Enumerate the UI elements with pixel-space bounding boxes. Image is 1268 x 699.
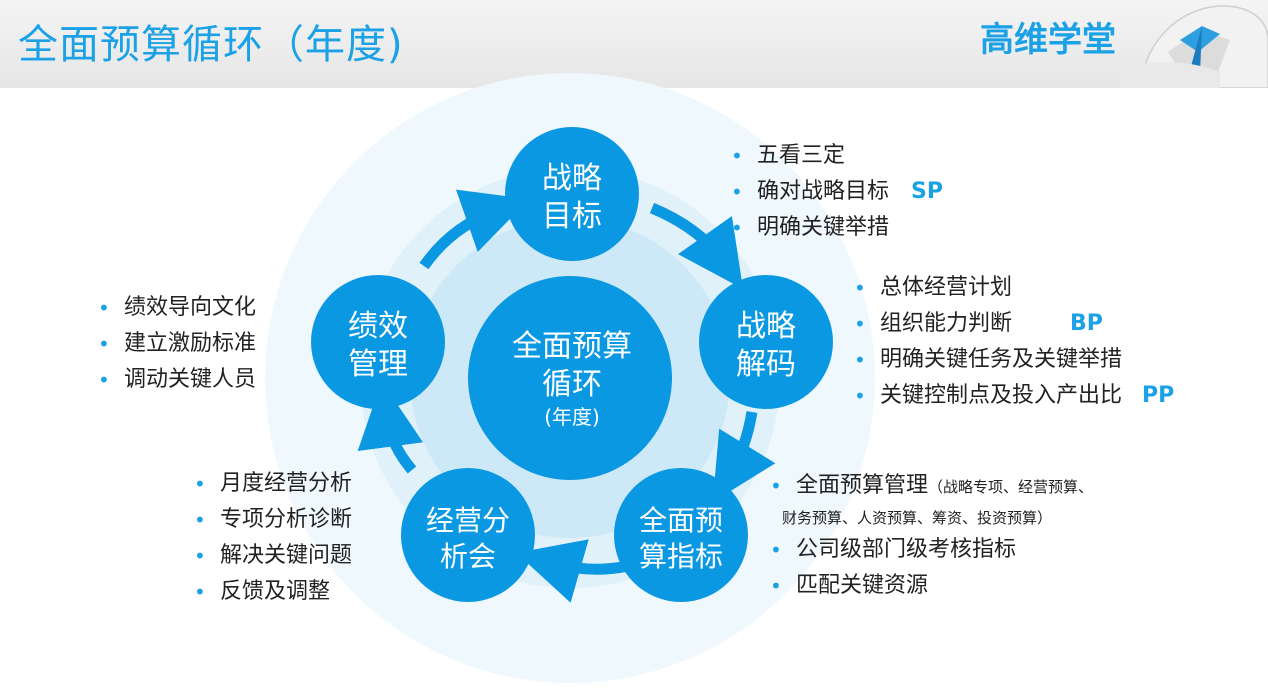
bullet-icon: •: [194, 580, 206, 604]
node-ops-meeting: [401, 468, 535, 602]
header-bar: [0, 0, 1268, 88]
list-item: •公司级部门级考核指标: [766, 532, 1093, 568]
bullet-icon: •: [854, 312, 866, 336]
bullet-icon: •: [770, 538, 782, 562]
arrow-perf-to-goal: [419, 189, 530, 270]
bullet-icon: •: [854, 384, 866, 408]
node-ops-meeting-label-2: 析会: [440, 540, 496, 573]
bullet-icon: •: [98, 368, 110, 392]
node-ops-meeting-label-1: 经营分: [426, 504, 510, 537]
bullet-icon: •: [854, 276, 866, 300]
budget-detail-a: （战略专项、经营预算、: [928, 478, 1094, 496]
center-label-1: 全面预算: [512, 329, 632, 364]
center-label-3: (年度): [544, 405, 600, 429]
node-budget-index: [614, 468, 748, 602]
mascot-illustration: [1120, 5, 1268, 88]
list-item: •专项分析诊断: [190, 502, 352, 538]
bullet-icon: •: [98, 296, 110, 320]
bullet-icon: •: [194, 508, 206, 532]
node-perf-mgmt-label-2: 管理: [348, 347, 408, 382]
list-item: •匹配关键资源: [766, 568, 1093, 604]
bullet-icon: •: [731, 216, 743, 240]
node-strategy-decode: [699, 275, 833, 409]
list-item: •解决关键问题: [190, 538, 352, 574]
bullet-icon: •: [194, 472, 206, 496]
list-item: •明确关键任务及关键举措: [850, 342, 1174, 378]
list-item: •建立激励标准: [94, 326, 256, 362]
tag-pp: PP: [1142, 383, 1175, 408]
list-budget-index: •全面预算管理（战略专项、经营预算、 财务预算、人资预算、筹资、投资预算） •公…: [766, 470, 1093, 604]
center-label-2: 循环: [542, 367, 602, 402]
list-item: •总体经营计划: [850, 270, 1174, 306]
node-strategy-goal-label-1: 战略: [542, 161, 602, 196]
list-item: •全面预算管理（战略专项、经营预算、: [766, 470, 1093, 503]
list-item: •月度经营分析: [190, 466, 352, 502]
bullet-icon: •: [194, 544, 206, 568]
list-item: •反馈及调整: [190, 574, 352, 610]
bullet-icon: •: [770, 474, 782, 498]
list-item: •绩效导向文化: [94, 290, 256, 326]
list-item: •调动关键人员: [94, 362, 256, 398]
node-budget-index-label-1: 全面预: [639, 504, 723, 537]
node-strategy-goal: [505, 127, 639, 261]
node-strategy-decode-label-2: 解码: [736, 347, 796, 382]
bullet-icon: •: [731, 144, 743, 168]
bullet-icon: •: [98, 332, 110, 356]
node-strategy-decode-label-1: 战略: [736, 309, 796, 344]
bullet-icon: •: [770, 574, 782, 598]
list-perf-mgmt: •绩效导向文化 •建立激励标准 •调动关键人员: [94, 290, 256, 398]
brand-logo: 高维学堂: [980, 20, 1116, 60]
arrow-index-to-meeting: [516, 539, 630, 603]
tag-bp: BP: [1070, 311, 1103, 336]
list-item: •明确关键举措: [727, 210, 943, 246]
arrow-meeting-to-perf: [357, 381, 424, 474]
node-perf-mgmt-label-1: 绩效: [348, 309, 408, 344]
list-item-continuation: 财务预算、人资预算、筹资、投资预算）: [766, 503, 1093, 532]
arrow-goal-to-decode: [649, 202, 744, 289]
arrow-decode-to-index: [712, 411, 776, 503]
list-ops-meeting: •月度经营分析 •专项分析诊断 •解决关键问题 •反馈及调整: [190, 466, 352, 610]
list-item: •五看三定: [727, 138, 943, 174]
bullet-icon: •: [731, 180, 743, 204]
node-strategy-goal-label-2: 目标: [542, 199, 602, 234]
node-perf-mgmt: [311, 275, 445, 409]
center-circle: [468, 276, 672, 480]
page-title: 全面预算循环（年度): [18, 22, 404, 68]
tag-sp: SP: [911, 179, 943, 204]
node-budget-index-label-2: 算指标: [639, 540, 723, 573]
budget-detail-b: 财务预算、人资预算、筹资、投资预算）: [782, 509, 1053, 527]
bullet-icon: •: [854, 348, 866, 372]
